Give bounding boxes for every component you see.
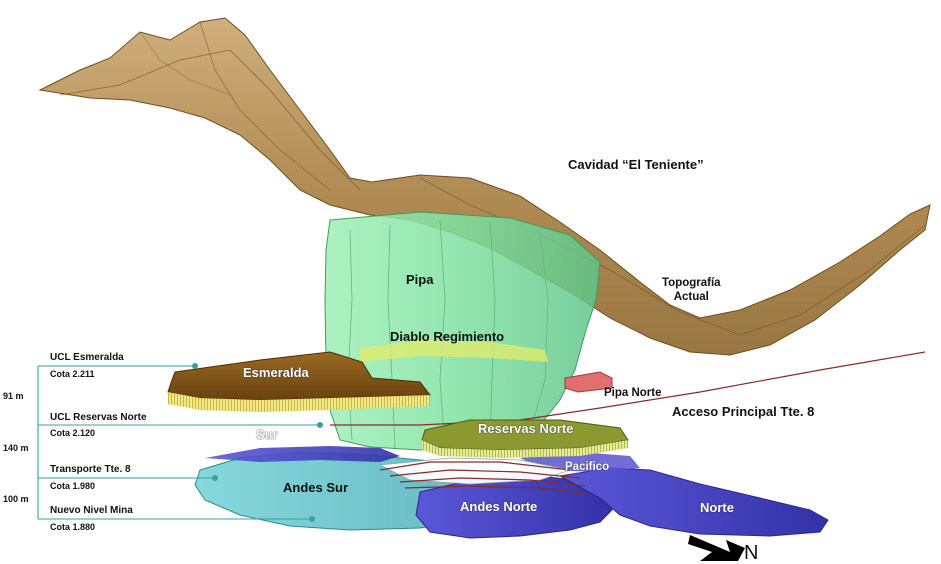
north-arrow-label: N (744, 542, 759, 564)
diablo-regimiento-label: Diablo Regimiento (390, 329, 505, 344)
andes-sur-label: Andes Sur (283, 480, 349, 495)
level-name-ucl-reservas-norte: UCL Reservas Norte (50, 412, 147, 423)
norte-label: Norte (700, 500, 734, 515)
level-guide-lines (37, 362, 324, 523)
sur-label: Sur (256, 427, 278, 442)
pipa-norte-block (564, 371, 613, 393)
level-cota-nuevo-nivel-mina: Cota 1.880 (50, 522, 96, 532)
esmeralda-label: Esmeralda (243, 365, 309, 380)
esmeralda-block (167, 351, 431, 412)
norte-blocks (205, 446, 829, 539)
tunnels (330, 351, 926, 495)
spacing-91m: 91 m (3, 391, 24, 401)
level-name-transporte: Transporte Tte. 8 (50, 464, 131, 475)
level-name-nuevo-nivel-mina: Nuevo Nivel Mina (50, 505, 133, 516)
topography-label: Topografía Actual (662, 277, 721, 304)
topography-surface (38, 17, 931, 356)
pacifico-label: Pacifico (565, 461, 610, 473)
level-cota-ucl-reservas-norte: Cota 2.120 (50, 428, 96, 438)
pipa-norte-label: Pipa Norte (604, 387, 662, 399)
spacing-140m: 140 m (3, 443, 29, 453)
level-cota-ucl-esmeralda: Cota 2.211 (50, 369, 95, 379)
andes-norte-label: Andes Norte (460, 499, 538, 514)
level-name-ucl-esmeralda: UCL Esmeralda (50, 352, 124, 363)
reservas-norte-label: Reservas Norte (478, 421, 574, 436)
pipe-label: Pipa (406, 272, 434, 287)
cavity-label: Cavidad “El Teniente” (568, 157, 704, 172)
north-arrow-icon (688, 535, 745, 561)
reservas-norte-block (421, 419, 629, 458)
acceso-principal-label: Acceso Principal Tte. 8 (672, 404, 815, 419)
level-cota-transporte: Cota 1.980 (50, 481, 96, 491)
spacing-100m: 100 m (3, 494, 29, 504)
